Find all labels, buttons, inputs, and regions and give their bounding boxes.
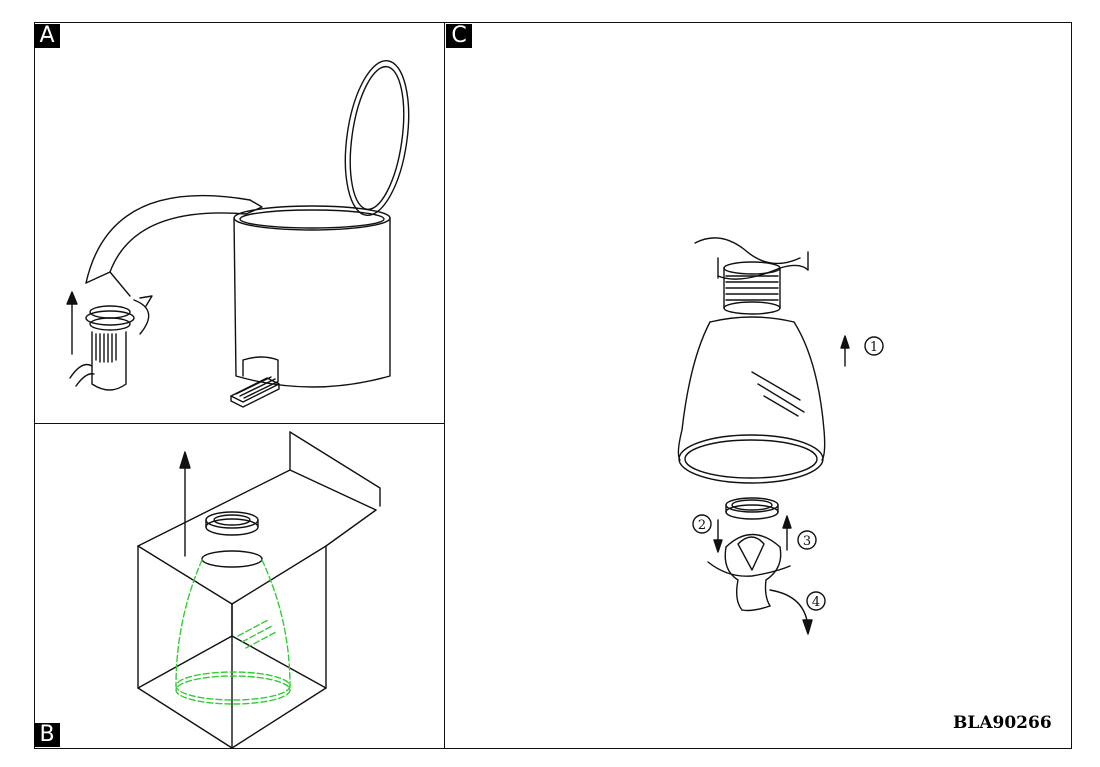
bulb-with-hand: [707, 533, 791, 612]
step-number: 3: [803, 534, 811, 549]
step-circles: [692, 336, 884, 611]
panel-label-b: B: [34, 723, 60, 747]
shade-ring: [725, 497, 779, 520]
trash-bin-illustration: [230, 59, 410, 408]
step-number: 4: [812, 595, 820, 610]
box-illustration: [137, 431, 381, 749]
step-arrows: [713, 335, 850, 635]
step-number: 1: [870, 340, 878, 355]
diagram-frame: [34, 22, 1072, 749]
ring-in-box: [201, 511, 263, 568]
glass-shade-in-box: [175, 559, 291, 705]
box-arrow-up: [179, 451, 191, 557]
threaded-nipple: [723, 261, 781, 315]
panel-label-a: A: [34, 24, 60, 48]
model-code: BLA90266: [953, 713, 1052, 733]
bulb-removal-illustration: [66, 291, 153, 391]
glass-shade: [677, 316, 826, 484]
curved-arrow-to-bin: [85, 194, 263, 297]
step-number: 2: [698, 518, 706, 533]
panel-label-c: C: [446, 24, 472, 48]
panel-b: [34, 424, 445, 749]
ceiling-mount-illustration: [694, 237, 809, 280]
panel-a: [34, 22, 445, 424]
